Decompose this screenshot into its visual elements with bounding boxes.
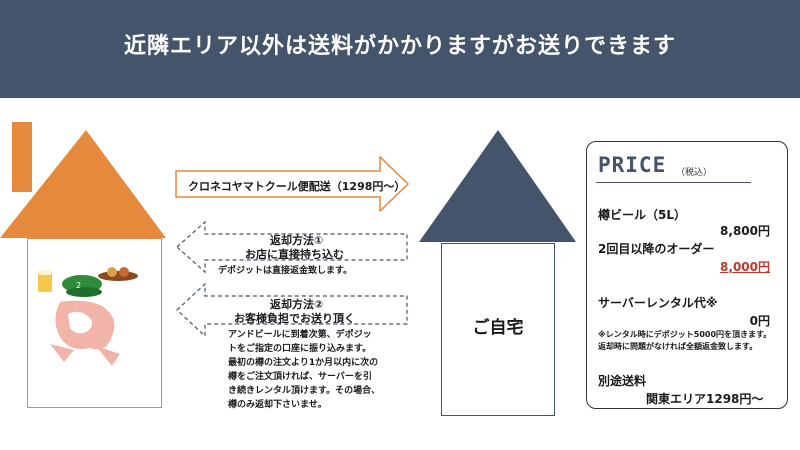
return-arrow-2 — [176, 282, 408, 338]
server-rental-label: サーバーレンタル代※ — [598, 296, 718, 310]
return-method-1-note: デポジットは直接返金致します。 — [218, 266, 353, 276]
keg-price: 8,800円 — [720, 224, 770, 238]
price-card — [586, 141, 788, 409]
home-roof — [419, 130, 576, 242]
beer-mascot-icon: 2 — [38, 267, 138, 366]
price-title: PRICE — [598, 153, 667, 177]
shipping-arrow — [175, 155, 410, 213]
server-note-line: 返却時に問題がなければ全額返金致します。 — [598, 342, 758, 351]
home-wall: ご自宅 — [441, 243, 555, 416]
return-arrow-1 — [176, 220, 408, 274]
server-note-line: ※レンタル時にデポジット5000円を頂きます。 — [598, 330, 772, 339]
return-method-2-notes: アンドビールに到着次第、デポジッ トをご指定の口座に振り込みます。 最初の樽の注… — [228, 328, 380, 412]
top-banner: 近隣エリア以外は送料がかかりますがお送りできます — [0, 0, 800, 98]
return-method-2-note-line: トをご指定の口座に振り込みます。 — [228, 344, 372, 354]
server-rental-price: 0円 — [749, 314, 770, 328]
price-tax-note: （税込） — [676, 168, 713, 178]
return-method-2-note-line: き続きレンタル頂けます。その場合、 — [228, 386, 381, 396]
return-method-2-note-line: アンドビールに到着次第、デポジッ — [228, 330, 372, 340]
repeat-order-label: 2回目以降のオーダー — [598, 242, 715, 256]
svg-text:2: 2 — [76, 281, 81, 290]
price-title-underline — [596, 182, 751, 183]
return-method-2-note-line: 最初の樽の注文より1か月以内に次の — [228, 358, 379, 368]
shipping-arrow-label: クロネコヤマトクール便配送（1298円〜） — [188, 180, 406, 193]
banner-text: 近隣エリア以外は送料がかかりますがお送りできます — [123, 34, 676, 59]
return-method-1-title: 返却方法① — [270, 234, 324, 247]
return-method-2-title: 返却方法② — [270, 298, 324, 311]
return-method-2-note-line: 樽のみ返却下さいませ。 — [228, 400, 327, 410]
home-label: ご自宅 — [472, 318, 524, 338]
repeat-order-price: 8,000円 — [720, 260, 770, 274]
keg-label: 樽ビール（5L） — [598, 208, 686, 222]
return-method-1-subtitle: お店に直接持ち込む — [245, 248, 344, 261]
return-method-2-subtitle: お客様負担でお送り頂く — [234, 312, 355, 325]
shipping-fee-value: 関東エリア1298円〜 — [646, 392, 764, 406]
shipping-fee-label: 別途送料 — [598, 374, 647, 388]
shop-roof — [0, 122, 166, 238]
return-method-2-note-line: 樽をご注文頂ければ、サーバーを引 — [228, 372, 372, 382]
